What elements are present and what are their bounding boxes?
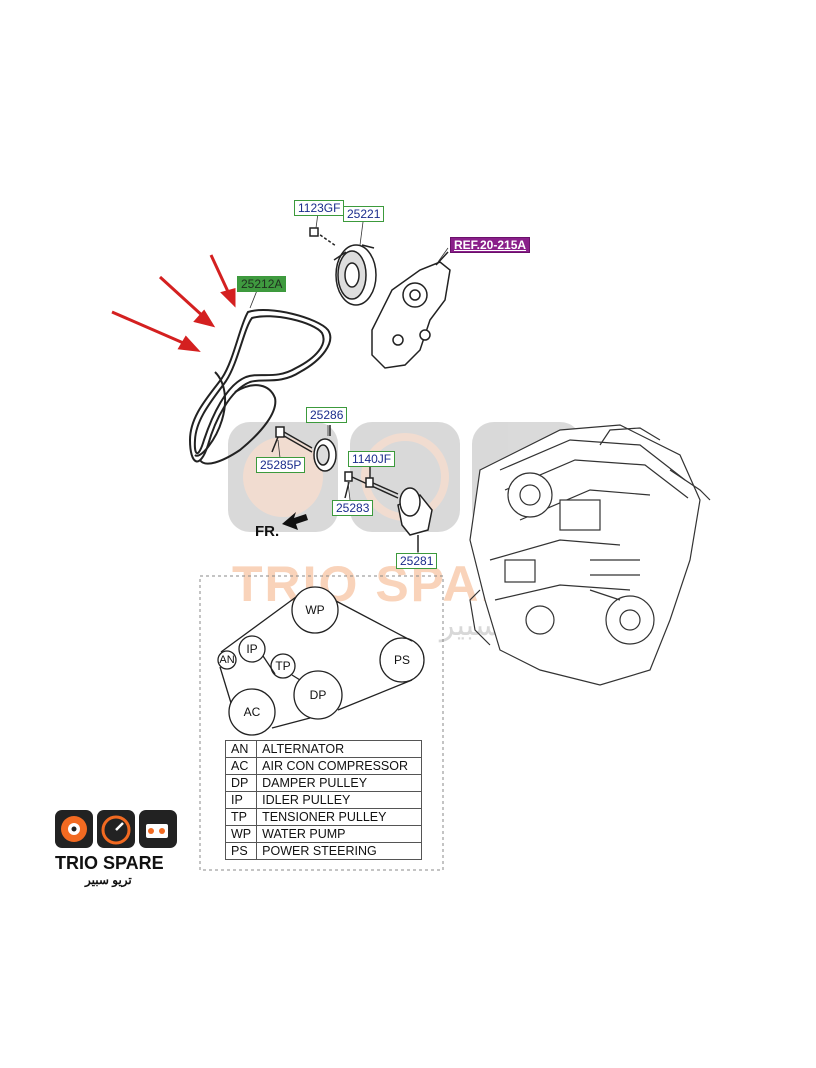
red-arrows <box>111 254 236 352</box>
pulley-tp <box>270 653 296 679</box>
schematic-label-dp: DP <box>309 688 327 702</box>
legend-name: ALTERNATOR <box>256 740 423 758</box>
pulley-ac <box>228 688 276 736</box>
legend-code: PS <box>224 842 258 860</box>
label-ref-water-pump: REF.20-215A <box>450 237 531 253</box>
pulley-wp <box>291 586 339 634</box>
legend-name: POWER STEERING <box>256 842 423 860</box>
pulley-25221 <box>333 244 377 306</box>
label-25281: 25281 <box>396 553 438 569</box>
legend-code: AN <box>224 740 258 758</box>
legend-code: DP <box>224 774 258 792</box>
schematic-label-ip: IP <box>246 642 258 656</box>
leader-lines <box>249 212 449 556</box>
label-25283: 25283 <box>332 500 374 516</box>
legend-name: IDLER PULLEY <box>256 791 423 809</box>
belt-routing-schematic <box>199 575 444 871</box>
label-25221: 25221 <box>343 206 385 222</box>
legend-code: AC <box>224 757 258 775</box>
legend-code: TP <box>224 808 258 826</box>
schematic-label-tp: TP <box>275 659 291 673</box>
label-25286: 25286 <box>306 407 348 423</box>
brand-name: TRIO SPARE <box>55 853 164 873</box>
legend-name: DAMPER PULLEY <box>256 774 423 792</box>
label-1140jf: 1140JF <box>348 451 396 467</box>
pulley-ip <box>238 635 266 663</box>
schematic-label-wp: WP <box>305 603 325 617</box>
legend-name: AIR CON COMPRESSOR <box>256 757 423 775</box>
pulley-ps <box>379 637 425 683</box>
water-pump-body <box>371 251 451 369</box>
brand-name-arabic: تريو سبير <box>85 873 132 887</box>
schematic-label-an: AN <box>219 654 235 666</box>
idler-pulley-25286 <box>313 425 337 472</box>
pulley-an <box>217 650 237 670</box>
tensioner-25281 <box>397 487 433 552</box>
front-direction-label: FR. <box>255 523 280 540</box>
label-1123gf: 1123GF <box>294 200 345 216</box>
bolt-25283 <box>344 471 399 499</box>
engine-block <box>469 424 711 686</box>
legend-code: IP <box>224 791 258 809</box>
schematic-label-ac: AC <box>243 705 261 719</box>
pulley-dp <box>293 670 343 720</box>
legend-name: WATER PUMP <box>256 825 423 843</box>
legend-name: TENSIONER PULLEY <box>256 808 423 826</box>
legend-code: WP <box>224 825 258 843</box>
schematic-label-ps: PS <box>393 653 411 667</box>
label-25212a: 25212A <box>237 276 287 292</box>
belt-path <box>219 596 413 729</box>
bolt-25285p <box>271 426 313 453</box>
bolt-1123gf <box>309 227 337 247</box>
front-direction-arrow <box>282 512 308 530</box>
brand-logo <box>55 810 177 848</box>
belt-25212a <box>188 309 332 465</box>
label-25285p: 25285P <box>256 457 306 473</box>
